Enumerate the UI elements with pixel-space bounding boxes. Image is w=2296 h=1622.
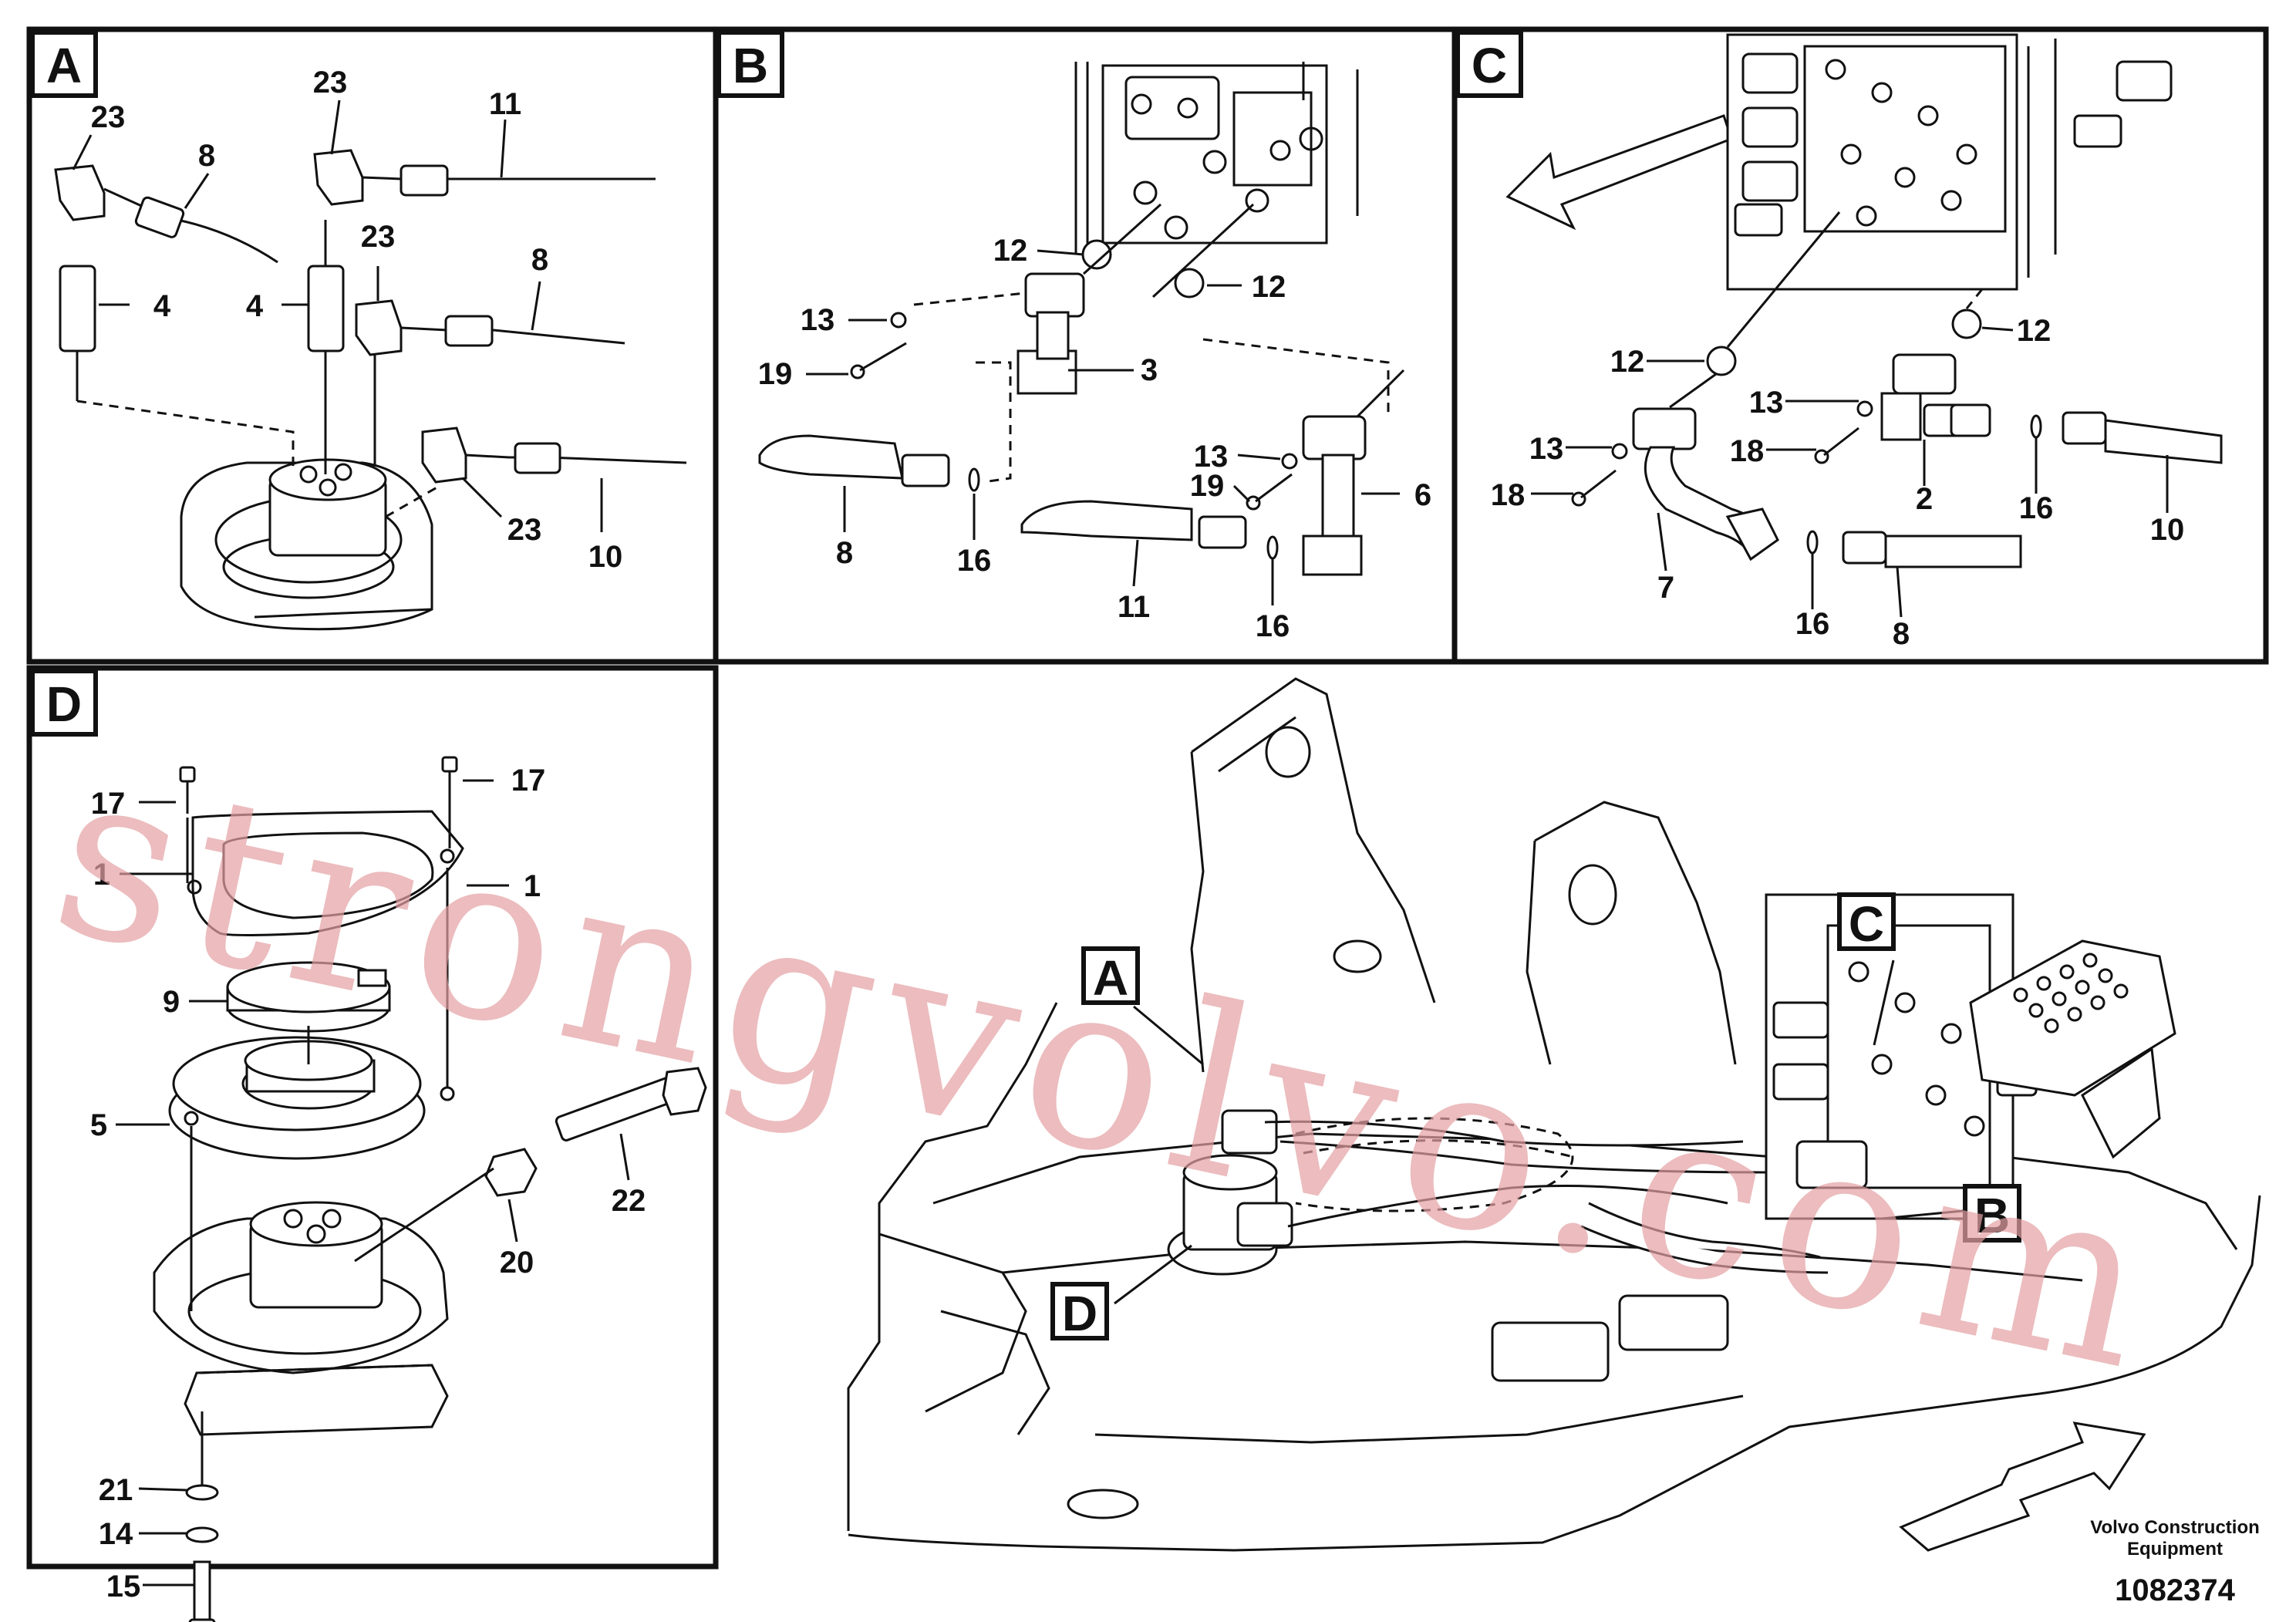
callout-c-7: 7 <box>1657 571 1674 605</box>
callout-a-8-2: 8 <box>531 243 548 277</box>
callout-d-15: 15 <box>106 1570 141 1603</box>
grille-holes <box>2013 953 2129 1034</box>
locator-d: D <box>1050 1282 1109 1341</box>
direction-arrow-overview <box>1899 1421 2146 1552</box>
callout-a-23-3: 23 <box>361 220 396 254</box>
callout-c-12-1: 12 <box>1610 345 1645 379</box>
callout-d-1-1: 1 <box>93 858 110 892</box>
panel-c-label: C <box>1455 30 1523 98</box>
callout-c-18-2: 18 <box>1730 434 1765 468</box>
callout-d-1-2: 1 <box>524 869 541 903</box>
panel-d-drawing: 17 17 1 1 9 5 22 20 21 14 15 <box>90 756 707 1622</box>
callout-b-8: 8 <box>836 536 853 570</box>
svg-text:D: D <box>1062 1286 1097 1341</box>
adapter-4-center <box>307 265 345 352</box>
callout-d-17-2: 17 <box>511 764 546 798</box>
elbow-23-topleft <box>54 164 106 221</box>
footer-company-line2: Equipment <box>2127 1539 2223 1560</box>
callout-a-23-1: 23 <box>91 100 126 134</box>
callout-b-16-2: 16 <box>1256 609 1290 643</box>
svg-text:D: D <box>46 676 82 732</box>
callout-d-14: 14 <box>99 1517 133 1551</box>
callout-d-22: 22 <box>612 1184 646 1218</box>
callout-a-10: 10 <box>588 540 623 574</box>
callout-c-12-2: 12 <box>2017 314 2052 348</box>
elbow-23-middle <box>355 299 403 356</box>
elbow-23-topcenter <box>313 149 364 206</box>
svg-text:B: B <box>1974 1188 2010 1243</box>
footer-company-line1: Volvo Construction <box>2090 1517 2260 1538</box>
callout-b-19-2: 19 <box>1190 469 1225 503</box>
panel-b-label: B <box>716 30 784 98</box>
callout-a-4-1: 4 <box>153 289 171 323</box>
callout-b-3: 3 <box>1141 353 1158 387</box>
callout-a-11: 11 <box>489 87 521 121</box>
callout-b-6: 6 <box>1414 478 1431 512</box>
svg-text:C: C <box>1849 896 1884 952</box>
callout-c-18-1: 18 <box>1491 478 1526 512</box>
svg-text:B: B <box>733 38 768 93</box>
callout-b-19-1: 19 <box>758 357 793 391</box>
panel-d-label: D <box>30 669 98 737</box>
panel-b-drawing: 12 12 13 19 3 13 19 6 8 16 11 16 <box>758 62 1431 643</box>
callout-b-13-1: 13 <box>801 303 835 337</box>
adapter-4-left <box>59 265 96 352</box>
elbow-23-bottom <box>421 427 467 484</box>
callout-d-17-1: 17 <box>91 787 126 821</box>
callout-d-20: 20 <box>500 1246 534 1280</box>
callout-b-13-2: 13 <box>1194 440 1229 474</box>
callout-b-16-1: 16 <box>957 544 992 578</box>
locator-a: A <box>1081 946 1140 1006</box>
panel-a-drawing: 23 8 23 11 4 4 23 8 23 10 <box>54 66 687 631</box>
callout-d-5: 5 <box>90 1108 107 1142</box>
overview-drawing: A C B D <box>847 677 2261 1552</box>
callout-d-21: 21 <box>99 1473 133 1507</box>
footer-drawing-number: 1082374 <box>2115 1573 2235 1607</box>
panel-a-label: A <box>30 30 98 98</box>
callout-c-13-1: 13 <box>1529 432 1564 466</box>
callout-b-12-1: 12 <box>993 234 1028 268</box>
callout-a-23-4: 23 <box>507 513 542 547</box>
callout-c-16-2: 16 <box>1795 607 1830 641</box>
callout-b-11: 11 <box>1118 590 1150 624</box>
locator-c: C <box>1837 892 1896 952</box>
callout-c-8: 8 <box>1893 617 1910 651</box>
svg-text:A: A <box>46 38 82 93</box>
callout-a-8-1: 8 <box>198 139 215 173</box>
callout-c-10: 10 <box>2150 513 2185 547</box>
callout-c-2: 2 <box>1916 482 1933 516</box>
svg-text:A: A <box>1093 950 1128 1006</box>
callout-a-23-2: 23 <box>313 66 348 99</box>
svg-text:C: C <box>1472 38 1507 93</box>
callout-d-9: 9 <box>163 985 180 1019</box>
callout-c-16-1: 16 <box>2019 491 2054 525</box>
callout-c-13-2: 13 <box>1749 386 1784 420</box>
callout-b-12-2: 12 <box>1252 270 1286 304</box>
panel-c-drawing: 12 12 13 18 13 18 2 16 10 7 16 8 <box>1491 33 2223 651</box>
locator-b: B <box>1963 1184 2021 1243</box>
callout-a-4-2: 4 <box>246 289 264 323</box>
